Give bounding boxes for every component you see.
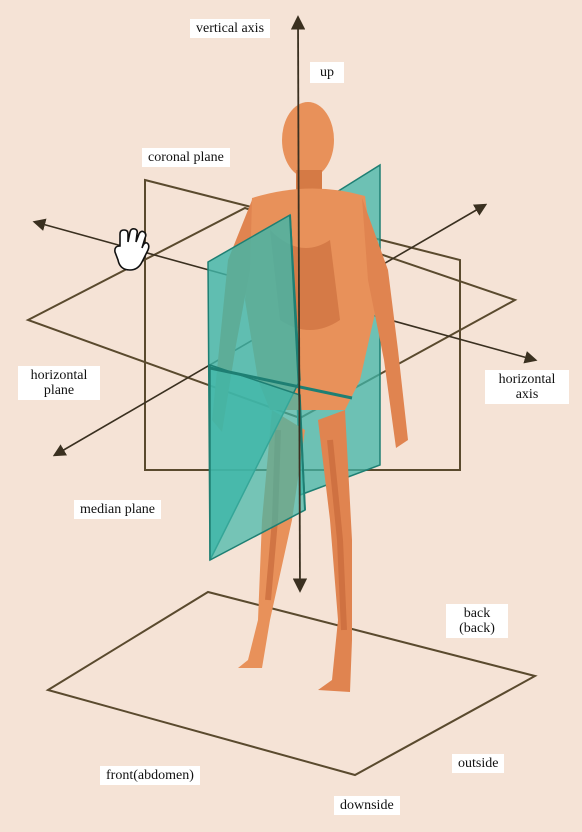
vertical-axis-label: vertical axis (190, 19, 270, 38)
coronal-plane-label: coronal plane (142, 148, 230, 167)
back-label-line2: (back) (452, 621, 502, 636)
downside-label: downside (334, 796, 400, 815)
horizontal-axis-label-line1: horizontal (491, 372, 563, 387)
back-label: back (back) (446, 604, 508, 638)
horizontal-plane-label: horizontal plane (18, 366, 100, 400)
horizontal-axis-label-line2: axis (491, 387, 563, 402)
horizontal-axis-label: horizontal axis (485, 370, 569, 404)
median-plane-lower (210, 365, 305, 560)
horizontal-plane-label-line2: plane (24, 383, 94, 398)
hand-pointer-icon (115, 229, 149, 270)
up-label: up (310, 62, 344, 83)
back-label-line1: back (452, 606, 502, 621)
outside-label: outside (452, 754, 504, 773)
front-label: front(abdomen) (100, 766, 200, 785)
median-plane-label: median plane (74, 500, 161, 519)
horizontal-plane-label-line1: horizontal (24, 368, 94, 383)
